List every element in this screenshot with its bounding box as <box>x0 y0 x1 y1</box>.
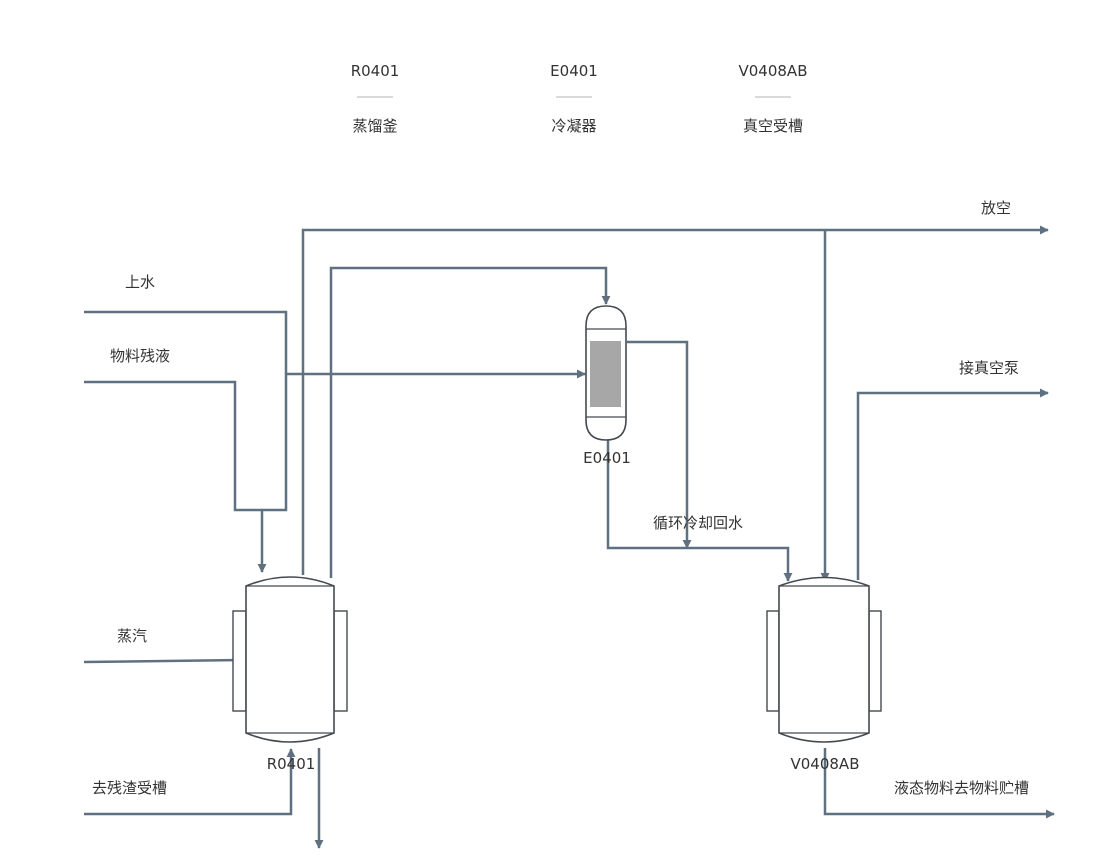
vapour-line <box>329 266 611 578</box>
receiver-jacket-left <box>766 610 780 712</box>
equipment-legend: R0401 蒸馏釜 E0401 冷凝器 V0408AB 真空受槽 <box>351 62 808 135</box>
cooling-return-label: 循环冷却回水 <box>653 514 743 532</box>
vacuum-pump-line <box>856 388 1049 580</box>
cooling-return-line <box>627 340 692 549</box>
condenser-vessel[interactable] <box>585 305 627 441</box>
condenser-tube-bundle <box>590 341 621 407</box>
residue-liquid-line <box>84 380 262 512</box>
supply-water-line <box>84 310 288 512</box>
condensate-line <box>606 439 793 582</box>
steam-line <box>83 655 243 665</box>
vent-line <box>301 225 1049 575</box>
legend-item-receiver: V0408AB 真空受槽 <box>739 62 808 135</box>
receiver-shell <box>778 576 870 743</box>
legend-item-still: R0401 蒸馏釜 <box>351 62 400 135</box>
legend-tag: R0401 <box>351 62 400 80</box>
receiver-vessel[interactable] <box>766 576 882 743</box>
storage-line <box>823 748 1055 819</box>
legend-name: 蒸馏釜 <box>352 117 397 135</box>
still-shell <box>245 576 335 743</box>
receiver-tag: V0408AB <box>791 755 860 773</box>
residue-tank-line <box>84 748 296 816</box>
storage-label: 液态物料去物料贮槽 <box>894 779 1029 797</box>
still-tag: R0401 <box>267 755 316 773</box>
still-jacket-left <box>232 610 247 712</box>
legend-name: 冷凝器 <box>551 117 596 135</box>
steam-label: 蒸汽 <box>117 627 147 645</box>
piping <box>83 225 1055 849</box>
still-vessel[interactable] <box>232 576 348 743</box>
vacuum-pump-label: 接真空泵 <box>959 359 1019 377</box>
still-jacket-right <box>333 610 348 712</box>
supply-water-label: 上水 <box>125 273 155 291</box>
legend-name: 真空受槽 <box>743 117 803 135</box>
legend-tag: V0408AB <box>739 62 808 80</box>
residue-tank-label: 去残渣受槽 <box>92 779 167 797</box>
vent-label: 放空 <box>981 199 1011 217</box>
legend-item-condenser: E0401 冷凝器 <box>550 62 598 135</box>
legend-tag: E0401 <box>550 62 598 80</box>
receiver-jacket-right <box>868 610 882 712</box>
condenser-tag: E0401 <box>583 449 631 467</box>
residue-liquid-label: 物料残液 <box>110 347 170 365</box>
